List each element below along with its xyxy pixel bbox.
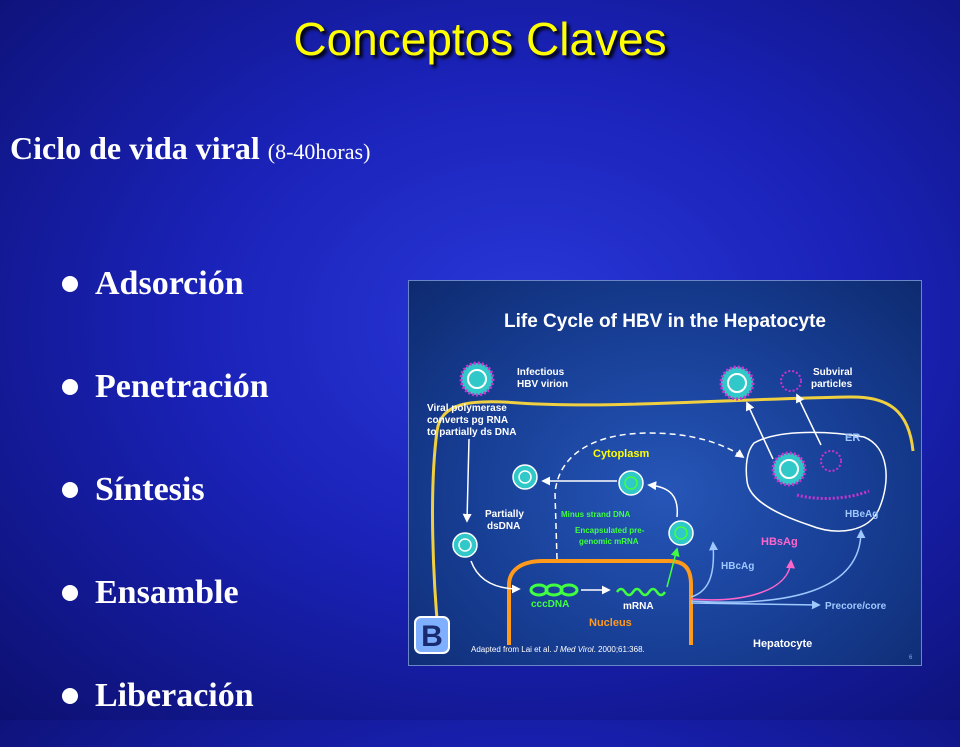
bullet-text: Adsorción	[95, 264, 244, 302]
hbv-lifecycle-diagram: B Life Cycle of HBV in the Hepatocyte In…	[408, 280, 922, 666]
arrow-er-to-subviral	[796, 393, 822, 446]
label-minus-strand: Minus strand DNA	[561, 510, 631, 519]
logo-letter: B	[421, 620, 443, 653]
b-logo-icon: B	[414, 616, 450, 654]
label-hepatocyte: Hepatocyte	[753, 638, 812, 650]
bullet-text: Síntesis	[95, 470, 205, 508]
diagram-svg: B Life Cycle of HBV in the Hepatocyte In…	[414, 311, 915, 661]
figure-credit: Adapted from Lai et al. J Med Virol. 200…	[471, 645, 645, 654]
bullet-text: Liberación	[95, 676, 254, 714]
label-nucleus: Nucleus	[589, 617, 632, 629]
er-membrane	[745, 431, 887, 532]
subtitle-text: Ciclo de vida viral	[10, 130, 260, 166]
label-polymerase-1: Viral polymerase	[427, 403, 507, 414]
bullet-dot-icon	[62, 687, 78, 704]
er-virion-icon	[771, 451, 807, 487]
arrow-mrna-to-pregenomic	[666, 547, 680, 588]
label-er: ER	[845, 432, 860, 444]
arrow-encap-to-minus	[647, 481, 679, 518]
label-infectious-2: HBV virion	[517, 379, 568, 390]
bullet-item-ensamble: Ensamble	[62, 541, 269, 644]
hbsag-fringe	[796, 489, 870, 500]
label-cccdna: cccDNA	[531, 599, 569, 610]
label-encap-1: Encapsulated pre-	[575, 526, 645, 535]
bullet-item-sintesis: Síntesis	[62, 438, 269, 541]
label-partially-1: Partially	[485, 509, 524, 520]
entering-capsid-icon	[452, 532, 478, 558]
slide-title: Conceptos Claves	[293, 13, 667, 65]
minus-strand-capsid-icon	[618, 470, 644, 496]
figure-title: Life Cycle of HBV in the Hepatocyte	[504, 311, 826, 332]
subtitle-duration: (8-40horas)	[267, 139, 371, 164]
label-mrna: mRNA	[623, 601, 654, 612]
partially-dsdna-capsid-icon	[512, 464, 538, 490]
label-hbsag: HBsAg	[761, 536, 798, 548]
arrow-to-hbeag	[690, 529, 866, 603]
arrow-recycle-dashed	[554, 432, 745, 560]
label-infectious-1: Infectious	[517, 367, 565, 378]
slide-subtitle: Ciclo de vida viral (8-40horas)	[10, 130, 370, 167]
bullet-item-liberacion: Liberación	[62, 644, 269, 747]
bullet-item-penetracion: Penetración	[62, 335, 269, 438]
label-hbeag: HBeAg	[845, 509, 878, 520]
bullet-dot-icon	[62, 481, 78, 498]
bullet-list: Adsorción Penetración Síntesis Ensamble …	[62, 232, 269, 747]
label-polymerase-2: converts pg RNA	[427, 415, 508, 426]
label-subviral-2: particles	[811, 379, 853, 390]
label-cytoplasm: Cytoplasm	[593, 448, 649, 460]
er-subviral-icon	[820, 450, 842, 472]
bullet-text: Penetración	[95, 367, 269, 405]
nucleus-membrane	[507, 559, 693, 645]
bullet-text: Ensamble	[95, 573, 239, 611]
bullet-dot-icon	[62, 275, 78, 292]
mrna-icon	[615, 587, 667, 597]
cccdna-icon	[529, 583, 579, 597]
figure-page-number: 6	[909, 655, 913, 661]
label-subviral-1: Subviral	[813, 367, 853, 378]
cell-membrane	[431, 395, 915, 642]
bullet-dot-icon	[62, 378, 78, 395]
released-virion-icon	[719, 365, 755, 401]
label-encap-2: genomic mRNA	[579, 537, 639, 546]
label-polymerase-3: to partially ds DNA	[427, 427, 516, 438]
label-precore: Precore/core	[825, 601, 887, 612]
arrow-polymerase	[462, 438, 472, 523]
label-hbcag: HBcAg	[721, 561, 754, 572]
arrow-to-hbsag	[690, 559, 796, 601]
infectious-virion-icon	[459, 361, 495, 397]
arrow-to-precore	[690, 600, 821, 610]
arrow-to-nucleus	[470, 560, 521, 594]
arrow-to-hbcag	[690, 541, 719, 598]
label-partially-2: dsDNA	[487, 521, 520, 532]
bullet-item-adsorcion: Adsorción	[62, 232, 269, 335]
subviral-particle-icon	[780, 370, 802, 392]
bullet-dot-icon	[62, 584, 78, 601]
pregenomic-capsid-icon	[668, 520, 694, 546]
arrow-er-to-virion	[745, 401, 774, 460]
